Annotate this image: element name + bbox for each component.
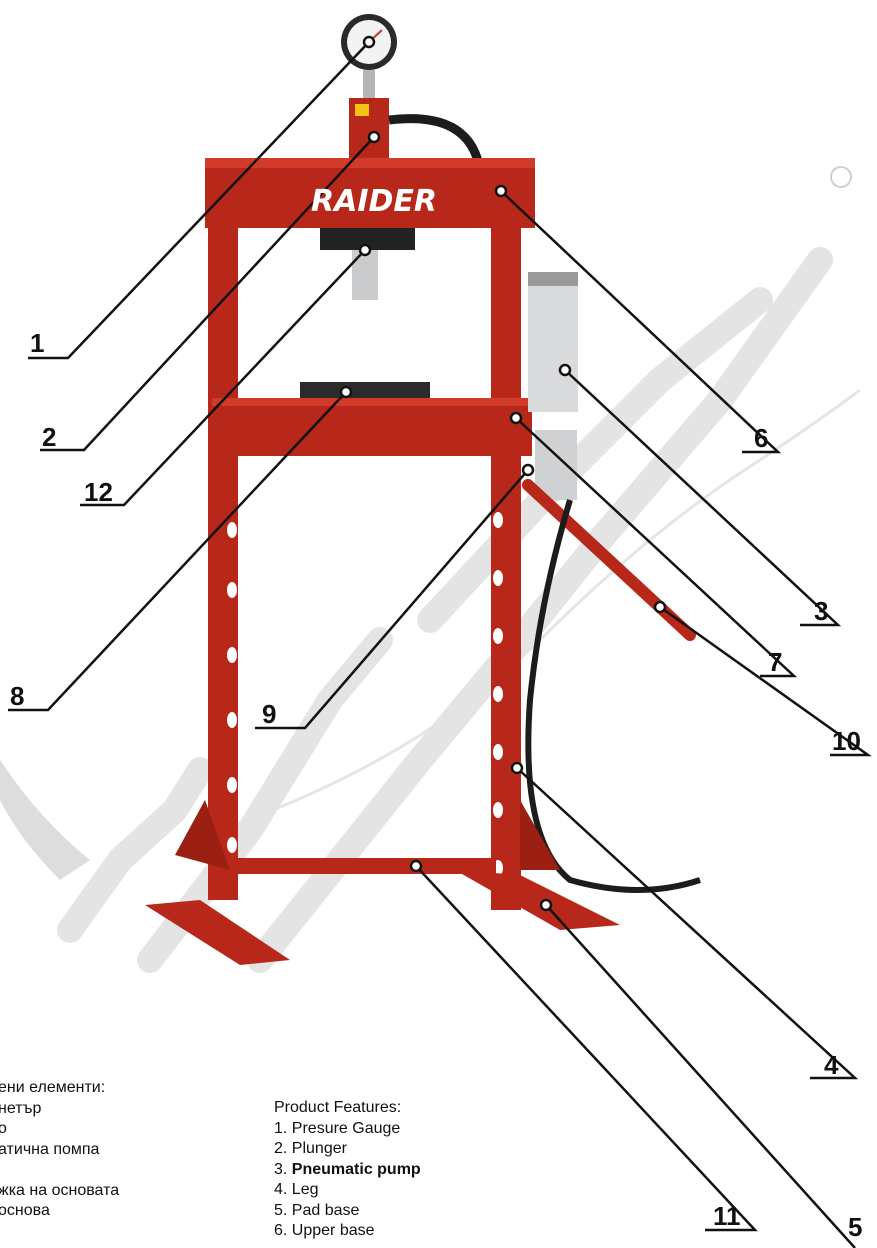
features-list-en: Product Features: 1. Presure Gauge 2. Pl… — [274, 1098, 421, 1242]
callout-number-2: 2 — [42, 422, 57, 452]
feature-bg-4 — [0, 1160, 119, 1181]
right-leg — [491, 220, 521, 910]
callout-dots — [339, 35, 667, 912]
callout-number-1: 1 — [30, 328, 45, 358]
left-leg — [208, 220, 238, 900]
callout-number-4: 4 — [824, 1050, 839, 1080]
feature-en-4: 4. Leg — [274, 1181, 319, 1198]
callout-number-7: 7 — [768, 647, 783, 677]
callout-leader-lines — [8, 41, 872, 1248]
brand-logo: RAIDER — [311, 184, 437, 219]
feature-bg-1: нетър — [0, 1099, 42, 1117]
feature-en-1: 1. Presure Gauge — [274, 1119, 401, 1137]
pneumatic-pump — [528, 272, 578, 412]
callout-number-5: 5 — [848, 1212, 863, 1242]
callout-number-6: 6 — [754, 423, 769, 453]
feature-bg-3: атична помпа — [0, 1140, 100, 1158]
feature-bg-2: о — [0, 1120, 7, 1137]
callout-number-3: 3 — [814, 596, 829, 626]
feature-en-6: 6. Upper base — [274, 1222, 375, 1239]
feature-en-3-bold: Pneumatic pump — [291, 1160, 421, 1178]
feature-en-5: 5. Pad base — [274, 1201, 360, 1219]
pad — [300, 382, 430, 400]
pressure-gauge — [341, 14, 397, 98]
upper-base — [205, 158, 535, 228]
bed — [212, 398, 532, 456]
features-heading-bg: ени елементи: — [0, 1079, 106, 1096]
callout-number-10: 10 — [832, 726, 861, 756]
features-heading-en: Product Features: — [274, 1099, 402, 1116]
callout-number-8: 8 — [10, 681, 25, 711]
feature-bg-5: жка на основата — [0, 1181, 120, 1199]
feature-bg-6: основа — [0, 1202, 50, 1219]
features-list-bg: ени елементи: нетър о атична помпа жка н… — [0, 1078, 119, 1222]
bottom-crossbar — [236, 858, 496, 874]
callout-number-9: 9 — [262, 699, 277, 729]
right-foot — [455, 870, 620, 930]
feature-en-3: 3. Pneumatic pump — [274, 1160, 421, 1178]
feature-en-2: 2. Plunger — [274, 1140, 347, 1157]
callout-number-12: 12 — [84, 477, 113, 507]
callout-number-11: 11 — [713, 1201, 741, 1231]
left-foot — [145, 900, 290, 965]
